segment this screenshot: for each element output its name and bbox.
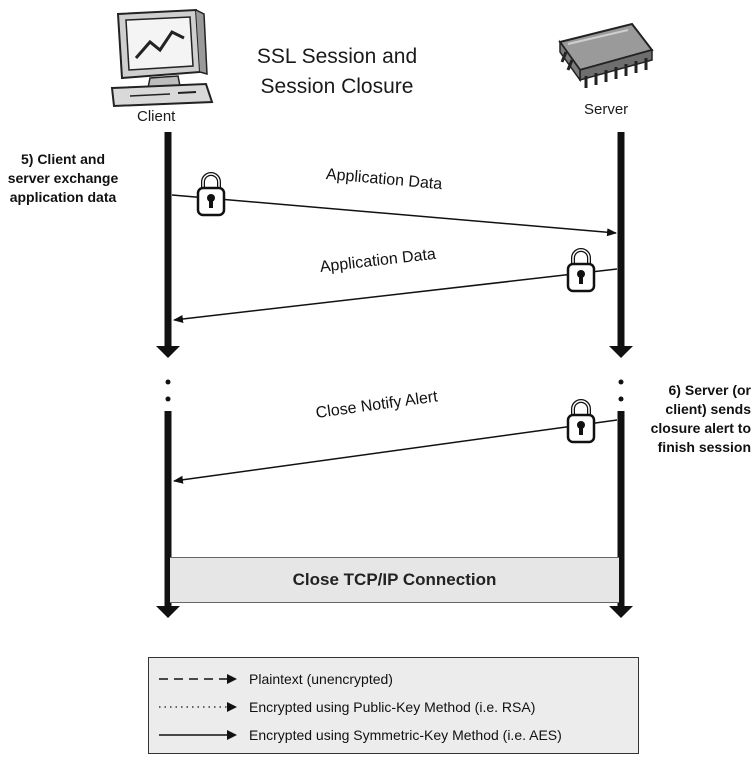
computer-icon	[110, 8, 214, 108]
legend-row-public-key: Encrypted using Public-Key Method (i.e. …	[159, 696, 535, 718]
step6-note: 6) Server (or client) sends closure aler…	[650, 382, 751, 455]
legend-row-plaintext: Plaintext (unencrypted)	[159, 668, 393, 690]
close-connection-label: Close TCP/IP Connection	[292, 570, 497, 589]
client-lifeline-end-arrow	[156, 606, 180, 618]
diagram-title: SSL Session and Session Closure	[256, 45, 418, 98]
message-arrow-app-data-1	[171, 194, 617, 237]
step5-note: 5) Client and server exchange applicatio…	[7, 151, 119, 205]
padlock-icon	[196, 172, 226, 217]
client-lifeline-arrow	[156, 346, 180, 358]
close-connection-bar: Close TCP/IP Connection	[170, 557, 619, 603]
legend-label-plaintext: Plaintext (unencrypted)	[249, 671, 393, 687]
message-arrow-close-notify	[173, 419, 618, 484]
solid-arrow-icon	[159, 730, 237, 740]
server-lifeline-arrow	[609, 346, 633, 358]
dashed-arrow-icon	[159, 674, 237, 684]
client-label: Client	[137, 108, 176, 125]
padlock-icon	[566, 248, 596, 293]
legend-label-symmetric-key: Encrypted using Symmetric-Key Method (i.…	[249, 727, 562, 743]
padlock-icon	[566, 399, 596, 444]
legend-row-symmetric-key: Encrypted using Symmetric-Key Method (i.…	[159, 724, 562, 746]
server-lifeline-end-arrow	[609, 606, 633, 618]
dotted-arrow-icon	[159, 702, 237, 712]
server-label: Server	[584, 101, 629, 118]
legend: Plaintext (unencrypted) Encrypted using …	[148, 657, 639, 754]
message-arrow-app-data-2	[173, 268, 618, 323]
server-chip-icon	[558, 22, 654, 88]
legend-label-public-key: Encrypted using Public-Key Method (i.e. …	[249, 699, 536, 715]
